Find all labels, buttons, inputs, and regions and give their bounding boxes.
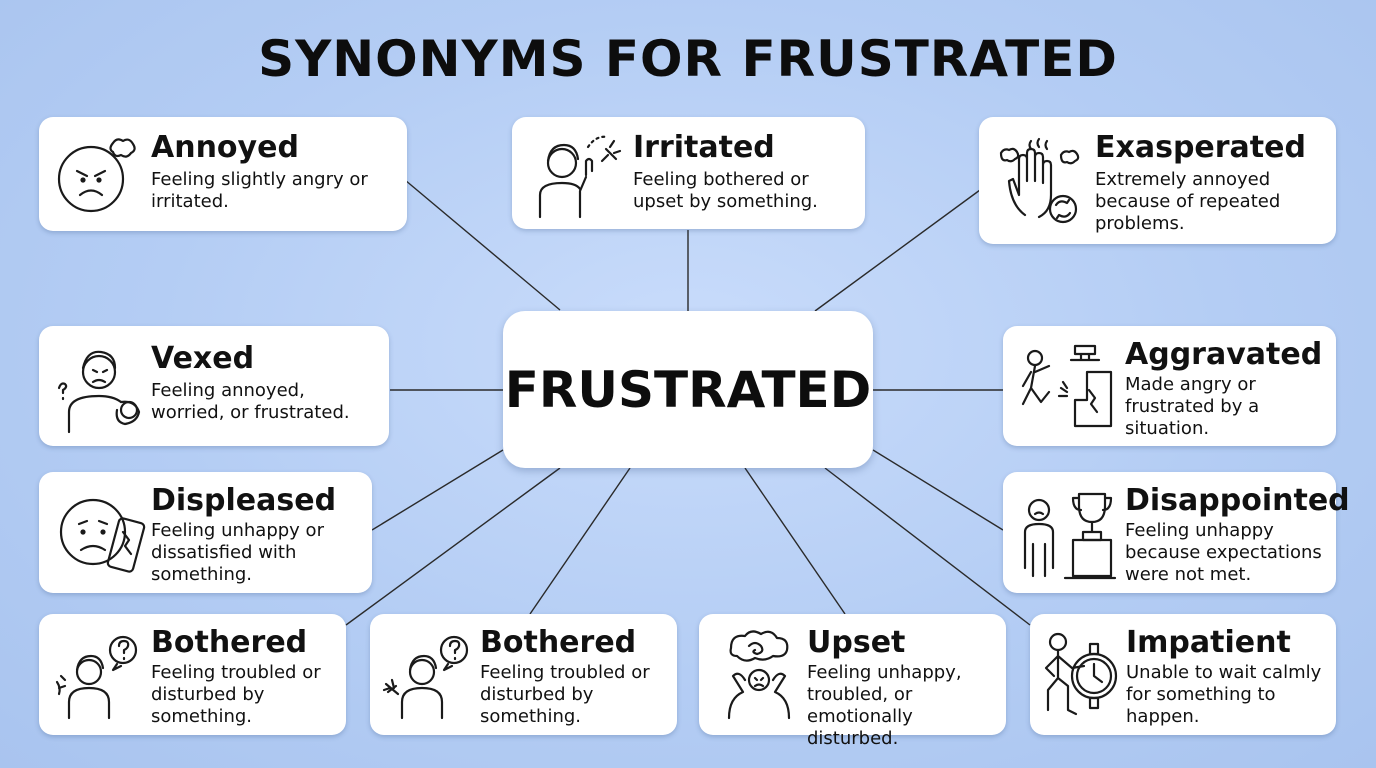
card-impatient: Impatient Unable to wait calmly for some… xyxy=(1030,614,1336,735)
card-exasperated: Exasperated Extremely annoyed because of… xyxy=(979,117,1336,244)
person-watch-icon xyxy=(1040,630,1130,722)
card-description: Extremely annoyed because of repeated pr… xyxy=(1095,169,1281,234)
card-vexed: Vexed Feeling annoyed, worried, or frust… xyxy=(39,326,389,446)
page-title: SYNONYMS FOR FRUSTRATED xyxy=(258,30,1118,88)
connector-disappointed xyxy=(872,449,1004,531)
card-word: Bothered xyxy=(151,625,308,660)
card-word: Displeased xyxy=(151,483,337,518)
card-description: Feeling slightly angry or irritated. xyxy=(151,169,368,212)
sad-face-broken-phone-icon xyxy=(53,490,147,578)
card-word: Vexed xyxy=(151,341,255,376)
card-description: Unable to wait calmly for something to h… xyxy=(1126,662,1322,727)
card-bothered-1: Bothered Feeling troubled or disturbed b… xyxy=(39,614,346,735)
card-aggravated: Aggravated Made angry or frustrated by a… xyxy=(1003,326,1336,446)
card-word: Bothered xyxy=(480,625,637,660)
connector-bothered1 xyxy=(345,467,561,626)
card-word: Irritated xyxy=(633,130,775,165)
kicking-machine-icon xyxy=(1017,342,1115,432)
connector-bothered2 xyxy=(529,467,631,615)
person-mosquito-icon xyxy=(530,133,622,219)
card-description: Feeling unhappy, troubled, or emotionall… xyxy=(807,662,962,749)
angry-face-icon xyxy=(53,131,139,217)
person-trophy-icon xyxy=(1019,488,1117,580)
card-word: Upset xyxy=(807,625,906,660)
card-description: Feeling unhappy or dissatisfied with som… xyxy=(151,520,324,585)
card-displeased: Displeased Feeling unhappy or dissatisfi… xyxy=(39,472,372,593)
card-irritated: Irritated Feeling bothered or upset by s… xyxy=(512,117,865,229)
worried-person-knot-icon xyxy=(53,342,147,434)
hand-repeat-icon xyxy=(995,135,1085,227)
card-description: Made angry or frustrated by a situation. xyxy=(1125,374,1260,439)
card-description: Feeling troubled or disturbed by somethi… xyxy=(480,662,650,727)
center-node: FRUSTRATED xyxy=(503,311,873,468)
connector-displeased xyxy=(371,449,504,531)
card-description: Feeling troubled or disturbed by somethi… xyxy=(151,662,321,727)
card-word: Annoyed xyxy=(151,130,299,165)
card-word: Impatient xyxy=(1126,625,1291,660)
head-holding-cloud-icon xyxy=(713,630,805,720)
card-upset: Upset Feeling unhappy, troubled, or emot… xyxy=(699,614,1006,749)
card-bothered-2: Bothered Feeling troubled or disturbed b… xyxy=(370,614,677,735)
card-disappointed: Disappointed Feeling unhappy because exp… xyxy=(1003,472,1350,593)
connector-annoyed xyxy=(404,179,561,311)
card-word: Exasperated xyxy=(1095,130,1306,165)
card-description: Feeling unhappy because expectations wer… xyxy=(1125,520,1322,585)
person-question-icon xyxy=(53,632,141,720)
card-description: Feeling bothered or upset by something. xyxy=(633,169,818,212)
card-description: Feeling annoyed, worried, or frustrated. xyxy=(151,380,350,423)
card-word: Disappointed xyxy=(1125,483,1350,518)
person-question-bug-icon xyxy=(382,632,472,720)
card-word: Aggravated xyxy=(1125,337,1323,372)
connector-upset xyxy=(744,467,846,615)
center-label: FRUSTRATED xyxy=(504,360,872,419)
connector-exasperated xyxy=(814,189,981,312)
card-annoyed: Annoyed Feeling slightly angry or irrita… xyxy=(39,117,407,231)
connector-impatient xyxy=(824,467,1031,626)
